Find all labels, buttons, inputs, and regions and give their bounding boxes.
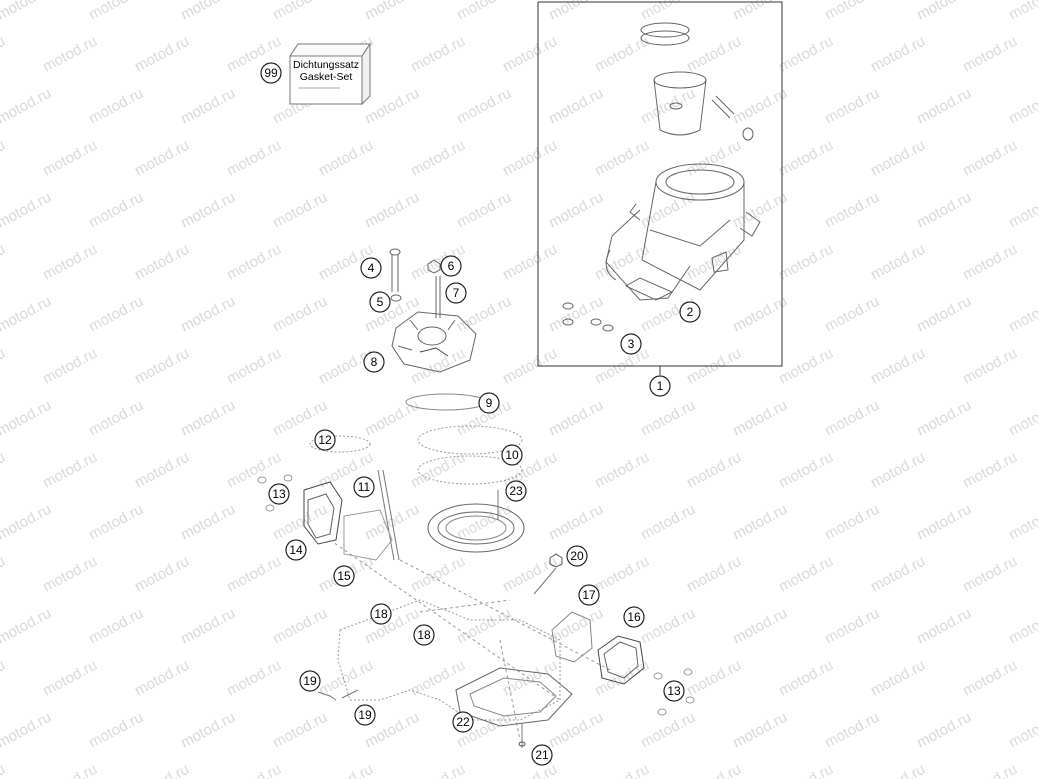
- callout-number: 18: [374, 607, 388, 621]
- callout-number: 18: [417, 628, 431, 642]
- callout-circle: [370, 603, 392, 625]
- callout-circle: [285, 539, 307, 561]
- callout-7: 7: [445, 282, 467, 304]
- callout-5: 5: [369, 291, 391, 313]
- callout-number: 2: [687, 305, 694, 319]
- callout-number: 10: [505, 448, 519, 462]
- callout-number: 4: [368, 261, 375, 275]
- callout-circle: [679, 301, 701, 323]
- callout-16: 16: [623, 606, 645, 628]
- callout-22: 22: [452, 711, 474, 733]
- callout-number: 21: [535, 748, 549, 762]
- callout-number: 13: [272, 487, 286, 501]
- callout-circle: [354, 704, 376, 726]
- callout-circle: [649, 375, 671, 397]
- callout-17: 17: [578, 584, 600, 606]
- svg-text:99: 99: [264, 66, 278, 80]
- callout-15: 15: [333, 565, 355, 587]
- callout-1: 1: [649, 375, 671, 397]
- callout-circle: [620, 333, 642, 355]
- callout-circle: [268, 483, 290, 505]
- callout-number: 14: [289, 543, 303, 557]
- callout-18a: 18: [370, 603, 392, 625]
- callout-circle: [531, 744, 553, 766]
- callout-6: 6: [440, 255, 462, 277]
- callout-number: 19: [303, 674, 317, 688]
- callout-9: 9: [478, 392, 500, 414]
- callout-23: 23: [505, 480, 527, 502]
- callout-number: 23: [509, 484, 523, 498]
- callout-number: 9: [486, 396, 493, 410]
- callout-circle: [413, 624, 435, 646]
- callout-circle: [333, 565, 355, 587]
- callout-11: 11: [353, 476, 375, 498]
- callout-circle: [478, 392, 500, 414]
- callout-circle: [363, 351, 385, 373]
- callout-number: 22: [456, 715, 470, 729]
- gasket-kit-box: Dichtungssatz Gasket-Set: [289, 42, 371, 106]
- callout-circle: [369, 291, 391, 313]
- callout-99: 99: [260, 62, 282, 84]
- callout-3: 3: [620, 333, 642, 355]
- callout-number: 17: [582, 588, 596, 602]
- callout-circle: [360, 257, 382, 279]
- callout-number: 5: [377, 295, 384, 309]
- kit-box-line1: Dichtungssatz: [293, 59, 359, 71]
- callout-circle: [314, 429, 336, 451]
- callout-20: 20: [566, 545, 588, 567]
- cylinder-assembly: [562, 22, 761, 332]
- callout-number: 8: [371, 355, 378, 369]
- callout-number: 19: [358, 708, 372, 722]
- callout-circle: [452, 711, 474, 733]
- cylinder-head-parts: [389, 248, 487, 411]
- callout-circle: [505, 480, 527, 502]
- callout-14: 14: [285, 539, 307, 561]
- assembly-frame: [537, 1, 783, 372]
- callout-circle: [663, 680, 685, 702]
- callout-number: 13: [667, 684, 681, 698]
- callout-13b: 13: [663, 680, 685, 702]
- callout-circle: [578, 584, 600, 606]
- callout-number: 16: [627, 610, 641, 624]
- callout-2: 2: [679, 301, 701, 323]
- callout-21: 21: [531, 744, 553, 766]
- callout-circle: [445, 282, 467, 304]
- callout-circle: [623, 606, 645, 628]
- callout-13a: 13: [268, 483, 290, 505]
- callout-19b: 19: [354, 704, 376, 726]
- callout-circle: [501, 444, 523, 466]
- callout-4: 4: [360, 257, 382, 279]
- callout-number: 7: [453, 286, 460, 300]
- callout-number: 6: [448, 259, 455, 273]
- callout-18b: 18: [413, 624, 435, 646]
- callout-number: 1: [657, 379, 664, 393]
- callout-number: 20: [570, 549, 584, 563]
- callout-number: 3: [628, 337, 635, 351]
- callout-19a: 19: [299, 670, 321, 692]
- callout-8: 8: [363, 351, 385, 373]
- callout-circle: [566, 545, 588, 567]
- callout-circle: [440, 255, 462, 277]
- callout-circle: [299, 670, 321, 692]
- callout-layer: 1234567891011121313141516171818191920212…: [268, 255, 701, 766]
- kit-box-line2: Gasket-Set: [300, 71, 353, 83]
- callout-circle: [353, 476, 375, 498]
- watermark-text: motod.ru: [0, 761, 8, 779]
- callout-10: 10: [501, 444, 523, 466]
- lower-assembly: [257, 425, 695, 748]
- callout-number: 12: [318, 433, 332, 447]
- callout-12: 12: [314, 429, 336, 451]
- callout-number: 15: [337, 569, 351, 583]
- callout-number: 11: [358, 480, 371, 494]
